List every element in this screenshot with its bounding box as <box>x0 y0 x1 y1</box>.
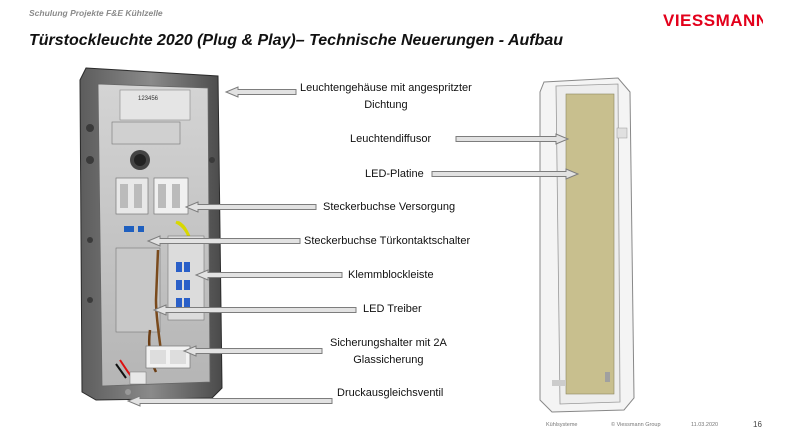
arrow-gehaeuse <box>224 86 297 98</box>
arrow-versorgung <box>184 201 317 213</box>
luminaire-front-photo <box>539 77 635 413</box>
viessmann-logo: VIESSMANN <box>663 11 763 30</box>
page-number: 16 <box>753 420 762 429</box>
label-ventil: Druckausgleichsventil <box>337 387 444 399</box>
arrow-diffusor <box>455 133 570 145</box>
arrow-klemmblock <box>194 269 343 281</box>
arrow-sicherung <box>182 345 323 357</box>
footer-left: Kühlsysteme <box>546 422 578 428</box>
arrow-ventil <box>126 395 333 407</box>
luminaire-housing-photo <box>79 67 223 401</box>
arrow-treiber <box>152 304 357 316</box>
label-gehaeuse-line1: Leuchtengehäuse mit angespritzter <box>300 82 472 94</box>
label-sicherung-line1: Sicherungshalter mit 2A <box>330 337 447 349</box>
label-tuerkontakt: Steckerbuchse Türkontaktschalter <box>304 235 471 247</box>
label-treiber: LED Treiber <box>363 303 422 315</box>
device-top-label: 123456 <box>138 96 159 102</box>
label-sicherung-line2: Glassicherung <box>353 354 424 366</box>
led-platine-area <box>565 93 615 395</box>
label-platine: LED-Platine <box>365 168 424 180</box>
label-versorgung: Steckerbuchse Versorgung <box>323 201 456 213</box>
footer-date: 11.03.2020 <box>691 422 719 428</box>
svg-text:VIESSMANN: VIESSMANN <box>663 11 763 30</box>
label-gehaeuse: Leuchtengehäuse mit angespritzter Dichtu… <box>300 80 472 114</box>
label-gehaeuse-line2: Dichtung <box>364 99 408 111</box>
label-diffusor: Leuchtendiffusor <box>350 133 432 145</box>
callout-arrows <box>126 86 580 407</box>
label-sicherung: Sicherungshalter mit 2A Glassicherung <box>330 335 447 369</box>
arrow-tuerkontakt <box>146 235 301 247</box>
label-klemmblock: Klemmblockleiste <box>348 269 434 281</box>
header-subtitle: Schulung Projekte F&E Kühlzelle <box>29 8 163 18</box>
arrow-platine <box>431 168 580 180</box>
footer-center: © Viessmann Group <box>611 422 661 428</box>
page-title: Türstockleuchte 2020 (Plug & Play)– Tech… <box>29 32 564 49</box>
